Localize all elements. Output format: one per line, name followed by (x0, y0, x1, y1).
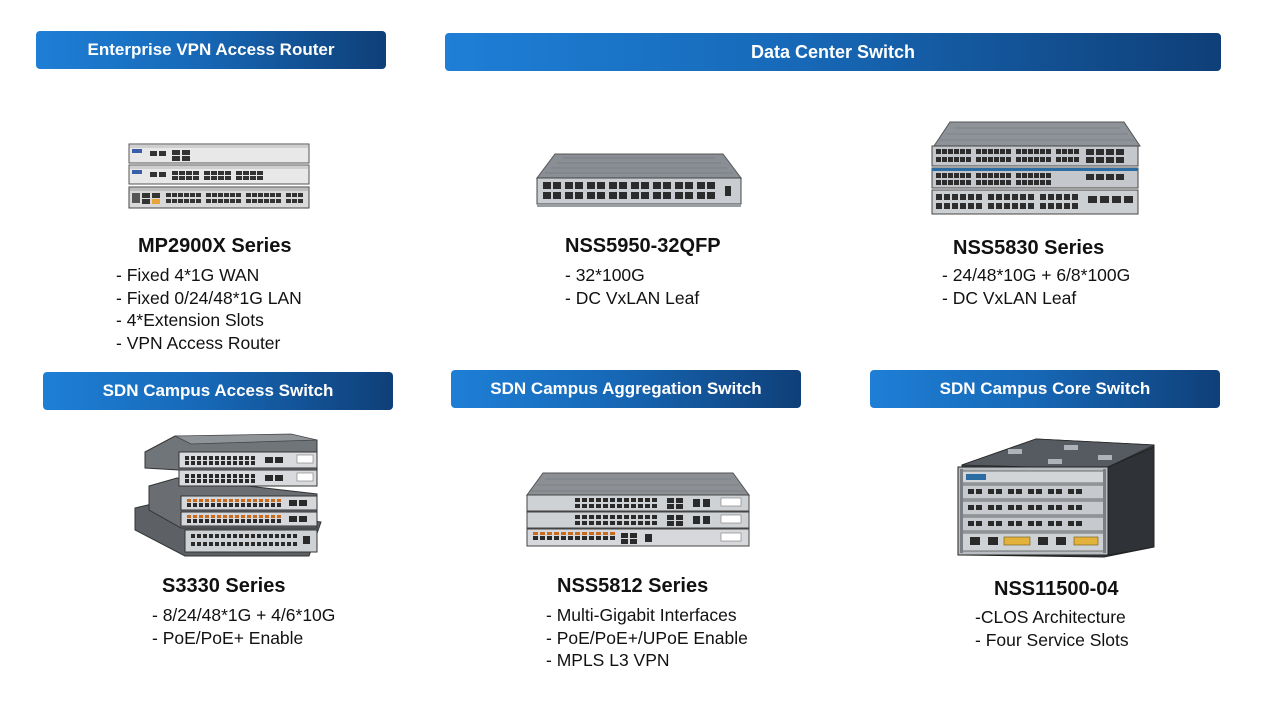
banner-data-center-switch: Data Center Switch (445, 33, 1221, 71)
spec-item: - PoE/PoE+ Enable (152, 627, 304, 648)
product-title-nss5950-32qfp: NSS5950-32QFP (565, 235, 721, 257)
spec-item: - Four Service Slots (975, 629, 1129, 650)
product-title-s3330: S3330 Series (162, 575, 286, 597)
switch-stack-image (131, 430, 323, 558)
product-title-nss5830: NSS5830 Series (953, 237, 1105, 259)
spec-item: - 8/24/48*1G + 4/6*10G (152, 605, 336, 625)
banner-sdn-campus-access-switch: SDN Campus Access Switch (43, 372, 393, 410)
banner-sdn-campus-core-switch: SDN Campus Core Switch (870, 370, 1220, 408)
spec-item: - Fixed 0/24/48*1G LAN (116, 287, 302, 308)
spec-item: - DC VxLAN Leaf (565, 287, 700, 308)
product-specs-nss5812: - Multi-Gigabit Interfaces - PoE/PoE+/UP… (546, 604, 748, 672)
switch-image (533, 152, 745, 208)
spec-item: - 24/48*10G + 6/8*100G (942, 265, 1131, 285)
router-stack-image (128, 143, 310, 209)
chassis-switch-image (948, 435, 1158, 559)
spec-item: - Fixed 4*1G WAN (116, 265, 260, 285)
product-title-mp2900x: MP2900X Series (138, 235, 292, 257)
product-specs-nss11500-04: -CLOS Architecture - Four Service Slots (975, 606, 1129, 651)
spec-item: -CLOS Architecture (975, 607, 1126, 627)
switch-stack-image (928, 120, 1142, 216)
spec-item: - PoE/PoE+/UPoE Enable (546, 627, 748, 648)
product-title-nss11500-04: NSS11500-04 (994, 578, 1119, 600)
switch-stack-image (525, 471, 751, 549)
product-specs-s3330: - 8/24/48*1G + 4/6*10G - PoE/PoE+ Enable (152, 604, 335, 649)
spec-item: - DC VxLAN Leaf (942, 287, 1077, 308)
product-specs-mp2900x: - Fixed 4*1G WAN - Fixed 0/24/48*1G LAN … (116, 264, 302, 354)
product-specs-nss5950-32qfp: - 32*100G - DC VxLAN Leaf (565, 264, 699, 309)
product-specs-nss5830: - 24/48*10G + 6/8*100G - DC VxLAN Leaf (942, 264, 1130, 309)
spec-item: - VPN Access Router (116, 332, 281, 353)
spec-item: - 4*Extension Slots (116, 310, 264, 330)
product-title-nss5812: NSS5812 Series (557, 575, 709, 597)
spec-item: - Multi-Gigabit Interfaces (546, 605, 737, 625)
spec-item: - MPLS L3 VPN (546, 650, 670, 670)
banner-enterprise-vpn-access-router: Enterprise VPN Access Router (36, 31, 386, 69)
banner-sdn-campus-aggregation-switch: SDN Campus Aggregation Switch (451, 370, 801, 408)
spec-item: - 32*100G (565, 265, 645, 285)
